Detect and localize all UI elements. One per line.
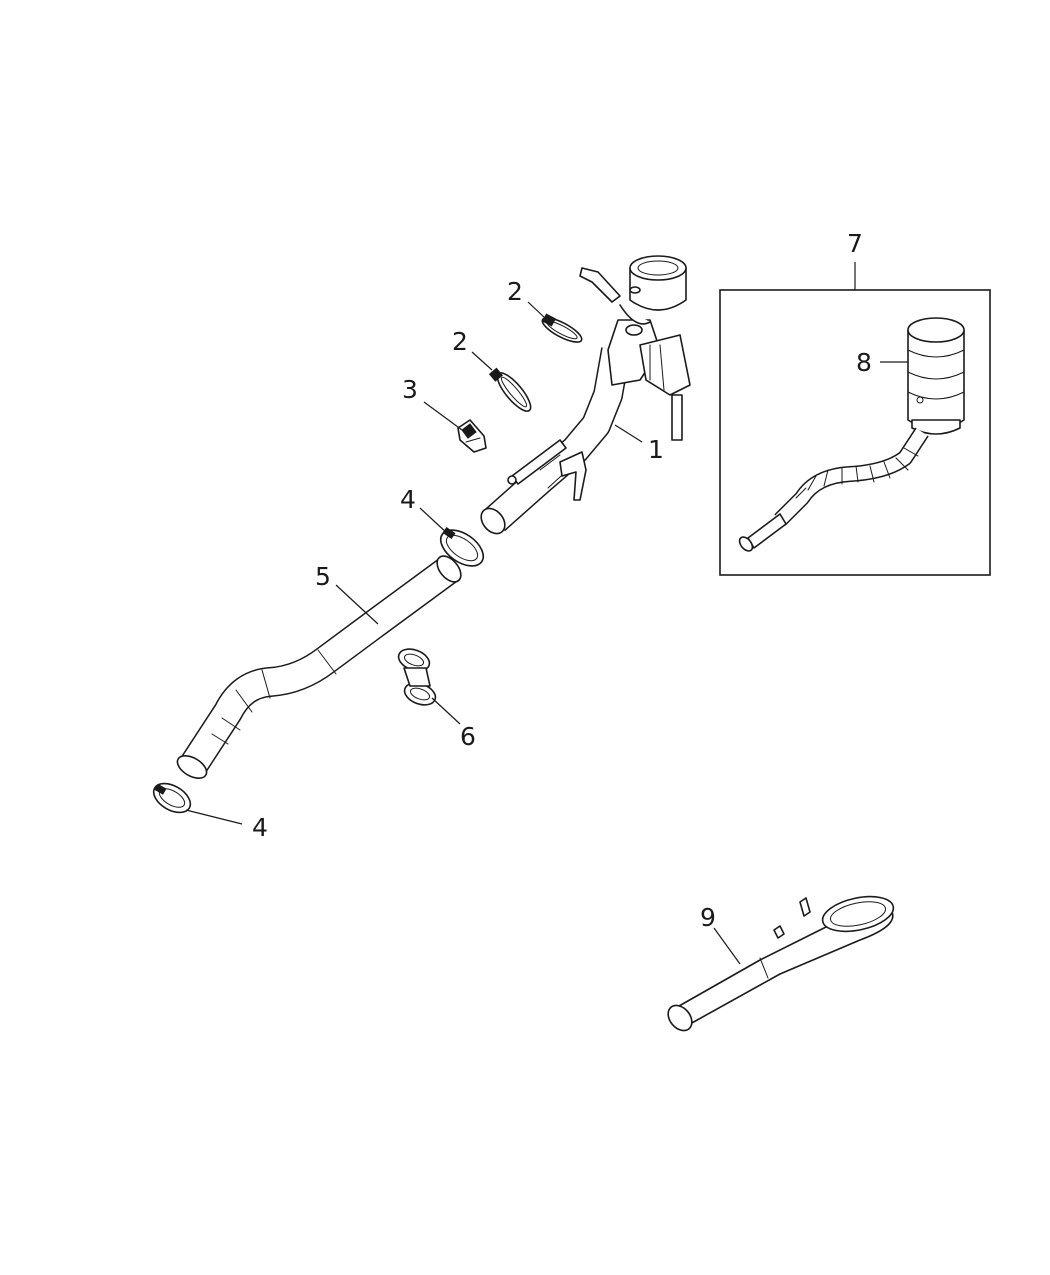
part-6-clip bbox=[397, 648, 437, 706]
callout-8: 8 bbox=[856, 348, 872, 377]
callout-4-lower: 4 bbox=[252, 813, 268, 842]
part-1-filler-tube bbox=[480, 255, 691, 535]
callout-3: 3 bbox=[402, 375, 418, 404]
leader-line-9 bbox=[713, 927, 741, 965]
leader-line-1 bbox=[614, 424, 643, 443]
leader-line-2-upper bbox=[527, 301, 546, 319]
callout-2-upper: 2 bbox=[507, 277, 523, 306]
callout-9: 9 bbox=[700, 903, 716, 932]
callout-6: 6 bbox=[460, 722, 476, 751]
part-8-filter-assembly bbox=[738, 317, 965, 552]
part-2-clamp-lower bbox=[488, 367, 532, 412]
callout-2-lower: 2 bbox=[452, 327, 468, 356]
leader-line-5 bbox=[335, 584, 379, 625]
callout-5: 5 bbox=[315, 562, 331, 591]
leader-line-2-lower bbox=[471, 351, 493, 371]
part-2-clamp-upper bbox=[541, 313, 583, 343]
part-3-clip bbox=[457, 419, 487, 453]
part-4-clamp-upper bbox=[439, 526, 485, 567]
part-9-housing bbox=[667, 895, 895, 1032]
leader-line-4-upper bbox=[419, 507, 449, 535]
leader-line-6 bbox=[431, 697, 461, 725]
leader-line-4-lower bbox=[185, 809, 243, 825]
callout-1: 1 bbox=[648, 435, 664, 464]
part-5-hose bbox=[176, 555, 462, 779]
leader-line-3 bbox=[423, 401, 463, 431]
callout-7: 7 bbox=[847, 229, 863, 258]
callout-4-upper: 4 bbox=[400, 485, 416, 514]
part-4-clamp-lower bbox=[152, 782, 192, 814]
